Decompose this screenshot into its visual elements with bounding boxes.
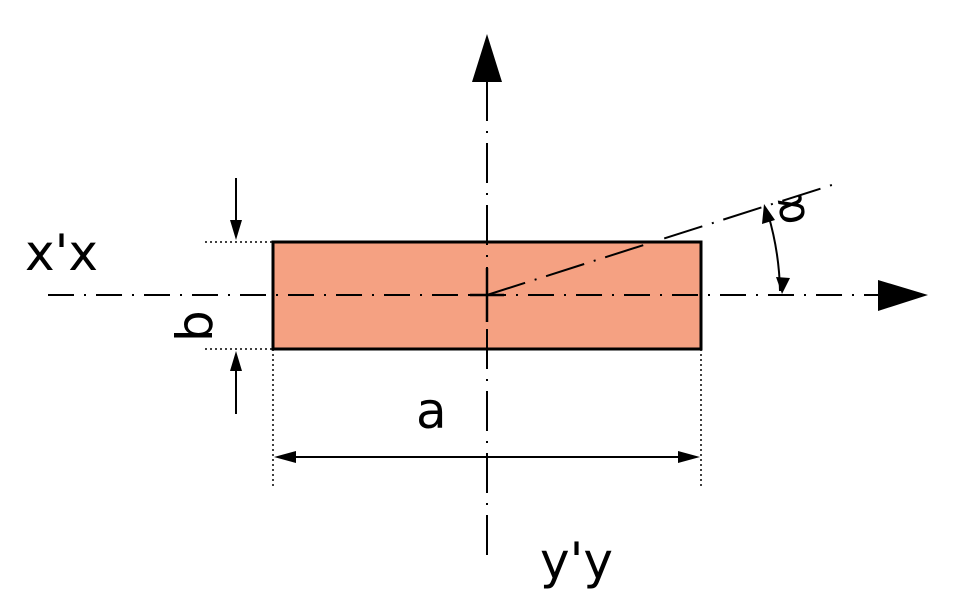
x-axis-label: x'x	[25, 224, 98, 282]
angle-arrowhead-bottom	[776, 277, 790, 294]
b-arrow-top-head	[230, 220, 242, 240]
width-label: a	[416, 382, 447, 440]
height-label: b	[166, 310, 224, 342]
x-axis-arrowhead	[878, 280, 928, 311]
angle-arrowhead-top	[762, 204, 775, 224]
y-axis-arrowhead	[472, 34, 502, 82]
b-arrow-bottom-head	[230, 351, 242, 371]
y-axis-label: y'y	[540, 532, 613, 590]
a-arrowhead-left	[274, 451, 296, 463]
angle-label: α	[762, 192, 817, 229]
a-arrowhead-right	[678, 451, 700, 463]
